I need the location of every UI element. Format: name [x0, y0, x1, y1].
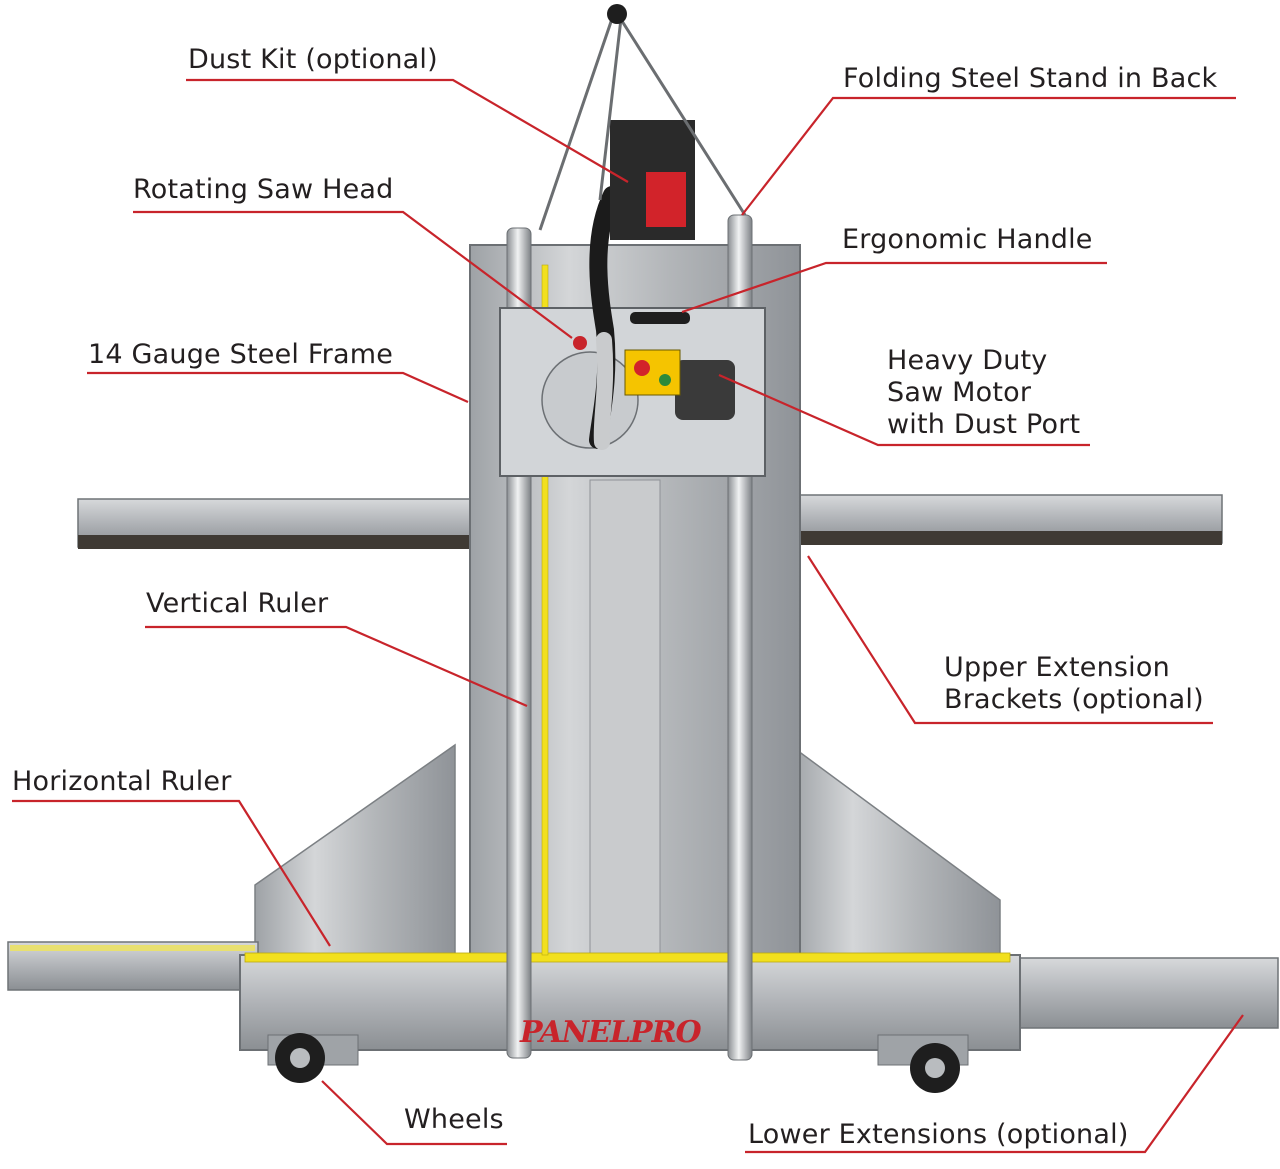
dust-kit-red-box	[646, 172, 686, 227]
label-lower-extensions: Lower Extensions (optional)	[748, 1119, 1129, 1150]
stop-button	[634, 360, 650, 376]
leader-dust-kit	[186, 78, 629, 183]
hanging-point	[607, 4, 627, 24]
label-ergonomic-handle: Ergonomic Handle	[842, 224, 1093, 255]
leader-wheels	[321, 1080, 507, 1146]
brand-logo: PANELPRO	[519, 1015, 702, 1050]
leader-ergonomic-handle	[681, 261, 1107, 314]
label-wheels: Wheels	[404, 1104, 504, 1135]
leader-lower-extensions	[745, 1014, 1244, 1154]
saw-head-knob	[573, 336, 587, 350]
frame-center-channel	[589, 479, 661, 961]
horizontal-ruler-strip	[244, 952, 1011, 963]
vertical-ruler-strip	[541, 264, 549, 956]
leader-upper-extension	[807, 555, 1213, 725]
wheel-right	[877, 1034, 969, 1093]
dust-hose-elbow	[593, 332, 614, 450]
label-steel-frame: 14 Gauge Steel Frame	[88, 339, 394, 370]
left-wing	[254, 743, 456, 956]
leader-saw-motor	[718, 373, 1090, 447]
leader-lines	[12, 78, 1244, 1154]
label-saw-motor-line-1: Heavy Duty	[887, 345, 1048, 376]
upper-extension-bar-left-shadow	[78, 535, 478, 549]
switch-box	[624, 349, 681, 396]
start-button	[659, 374, 671, 386]
ergonomic-handle	[630, 312, 690, 324]
label-saw-motor-line-3: with Dust Port	[887, 409, 1081, 440]
label-saw-motor-line-2: Saw Motor	[887, 377, 1032, 408]
label-folding-steel-stand: Folding Steel Stand in Back	[843, 63, 1218, 94]
label-upper-extension-line-1: Upper Extension	[944, 652, 1170, 683]
label-rotating-saw-head: Rotating Saw Head	[133, 174, 394, 205]
label-upper-extension-line-2: Brackets (optional)	[944, 684, 1204, 715]
saw-motor	[675, 360, 735, 420]
label-dust-kit: Dust Kit (optional)	[188, 44, 438, 75]
label-horizontal-ruler: Horizontal Ruler	[12, 766, 232, 797]
right-wing	[789, 743, 1001, 961]
label-vertical-ruler: Vertical Ruler	[146, 588, 329, 619]
wheel-left	[267, 1033, 359, 1083]
horizontal-ruler-strip-left	[10, 945, 255, 951]
leader-vertical-ruler	[145, 625, 528, 708]
leader-steel-frame	[87, 371, 469, 404]
lower-extension-right	[1009, 957, 1279, 1029]
leader-horizontal-ruler	[12, 799, 331, 947]
label-saw-motor: Heavy Duty Saw Motor with Dust Port	[887, 345, 1080, 441]
leader-folding-stand	[741, 96, 1236, 216]
leader-rotating-head	[133, 210, 573, 339]
label-upper-extension: Upper Extension Brackets (optional)	[944, 652, 1204, 716]
upper-extension-bar-right-shadow	[792, 531, 1222, 545]
